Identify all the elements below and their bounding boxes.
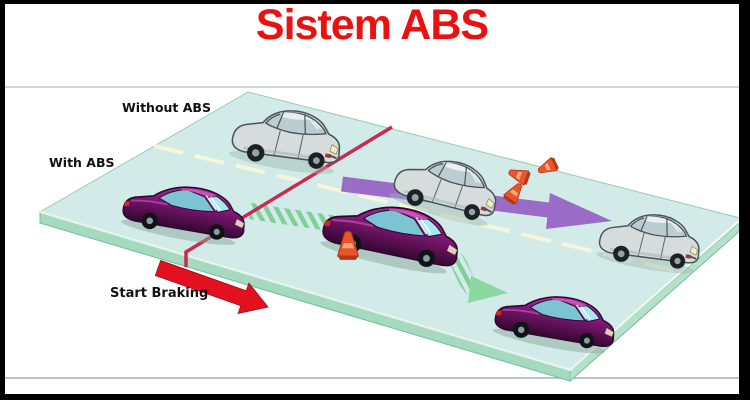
abs-swerve-arrowhead xyxy=(468,276,508,303)
start-braking-label: Start Braking xyxy=(110,286,209,301)
start-braking-arrow xyxy=(154,259,269,314)
with-abs-label: With ABS xyxy=(49,155,115,170)
frame-border-top xyxy=(0,0,750,4)
page-title: Sistem ABS xyxy=(255,1,489,49)
skid-arrowhead xyxy=(546,193,612,229)
without-abs-label: Without ABS xyxy=(122,100,211,115)
frame-border-left xyxy=(0,0,5,400)
frame-border-right xyxy=(739,0,750,400)
bottom-separator-line xyxy=(5,377,739,379)
frame-border-bottom xyxy=(0,394,750,400)
top-separator-line xyxy=(5,86,739,88)
